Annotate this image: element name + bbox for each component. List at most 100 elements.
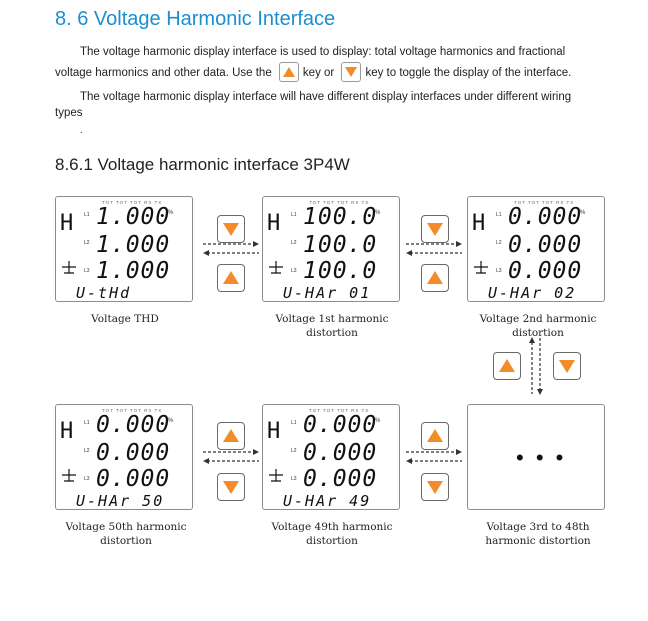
lcd-screen-harmonic-01: TOT TOT TOT RX TX H L1 L2 L3 % 100.0 100… — [262, 196, 400, 302]
lcd-label-l1: L1 — [84, 420, 90, 426]
lcd-h-symbol: H — [60, 211, 74, 236]
down-triangle-icon — [559, 360, 575, 373]
down-triangle-icon — [223, 223, 239, 236]
lcd-label-l3: L3 — [84, 268, 90, 274]
lcd-label-l1: L1 — [84, 212, 90, 218]
up-key-icon — [278, 62, 299, 82]
lcd-value-l3: 1.000 — [96, 258, 171, 284]
lcd-label-l2: L2 — [84, 240, 90, 246]
caption-line: distortion — [100, 535, 152, 547]
caption-line: Voltage 1st harmonic — [275, 313, 389, 325]
lcd-label-l3: L3 — [84, 476, 90, 482]
lcd-label-l1: L1 — [291, 212, 297, 218]
intro-line-3: The voltage harmonic display interface w… — [80, 91, 572, 103]
lcd-h-symbol: H — [60, 419, 74, 444]
lcd-label-l2: L2 — [291, 240, 297, 246]
lcd-h-symbol: H — [267, 211, 281, 236]
down-triangle-icon — [223, 481, 239, 494]
vertical-double-arrow-icon — [529, 337, 543, 395]
intro-line-2: voltage harmonics and other data. Use th… — [55, 62, 572, 83]
lcd-value-l1: 100.0 — [303, 204, 378, 230]
wiring-icon — [269, 469, 283, 482]
caption-line: Voltage 2nd harmonic — [479, 313, 597, 325]
caption-line: distortion — [512, 327, 564, 339]
wiring-icon — [62, 469, 76, 482]
section-title: 8. 6 Voltage Harmonic Interface — [55, 8, 336, 30]
lcd-value-l2: 1.000 — [96, 232, 171, 258]
lcd-status-indicators: TOT TOT TOT RX TX — [102, 408, 163, 413]
lcd-percent: % — [375, 418, 381, 424]
caption-harmonic-01: Voltage 1st harmonic distortion — [258, 312, 406, 340]
lcd-value-l2: 0.000 — [303, 440, 378, 466]
wiring-icon — [269, 261, 283, 274]
lcd-mode-label: U-tHd — [76, 284, 132, 302]
lcd-mode-label: U-HAr 49 — [283, 492, 372, 510]
intro-line-2b: key or — [302, 67, 335, 80]
lcd-percent: % — [168, 418, 174, 424]
up-key-button[interactable] — [217, 264, 245, 292]
lcd-status-indicators: TOT TOT TOT RX TX — [309, 408, 370, 413]
lcd-mode-label: U-HAr 01 — [283, 284, 372, 302]
down-key-button[interactable] — [217, 215, 245, 243]
up-key-button[interactable] — [421, 422, 449, 450]
down-key-button[interactable] — [553, 352, 581, 380]
lcd-label-l3: L3 — [496, 268, 502, 274]
down-key-button[interactable] — [421, 215, 449, 243]
lcd-value-l3: 0.000 — [508, 258, 583, 284]
subsection-title: 8.6.1 Voltage harmonic interface 3P4W — [55, 155, 350, 174]
caption-harmonic-50: Voltage 50th harmonic distortion — [52, 520, 200, 548]
lcd-screen-harmonic-3-48: • • • — [467, 404, 605, 510]
lcd-value-l2: 100.0 — [303, 232, 378, 258]
lcd-value-l2: 0.000 — [96, 440, 171, 466]
lcd-label-l2: L2 — [291, 448, 297, 454]
caption-line: distortion — [306, 535, 358, 547]
lcd-value-l2: 0.000 — [508, 232, 583, 258]
lcd-h-symbol: H — [472, 211, 486, 236]
lcd-value-l1: 0.000 — [508, 204, 583, 230]
down-triangle-icon — [427, 481, 443, 494]
caption-harmonic-02: Voltage 2nd harmonic distortion — [464, 312, 612, 340]
intro-line-1: The voltage harmonic display interface i… — [80, 46, 566, 58]
lcd-percent: % — [168, 210, 174, 216]
intro-line-2a: voltage harmonics and other data. Use th… — [55, 67, 272, 80]
lcd-percent: % — [580, 210, 586, 216]
caption-line: Voltage 3rd to 48th — [486, 521, 590, 533]
stray-dot: . — [80, 125, 83, 135]
wiring-icon — [474, 261, 488, 274]
up-key-button[interactable] — [493, 352, 521, 380]
lcd-value-l1: 1.000 — [96, 204, 171, 230]
intro-line-4: types — [55, 107, 83, 119]
wiring-icon — [62, 261, 76, 274]
up-triangle-icon — [427, 271, 443, 284]
up-key-button[interactable] — [217, 422, 245, 450]
lcd-label-l3: L3 — [291, 268, 297, 274]
lcd-screen-harmonic-49: TOT TOT TOT RX TX H L1 L2 L3 % 0.000 0.0… — [262, 404, 400, 510]
lcd-mode-label: U-HAr 50 — [76, 492, 165, 510]
up-triangle-icon — [427, 429, 443, 442]
lcd-label-l2: L2 — [496, 240, 502, 246]
lcd-label-l3: L3 — [291, 476, 297, 482]
caption-line: distortion — [306, 327, 358, 339]
caption-line: Voltage 50th harmonic — [65, 521, 187, 533]
lcd-screen-thd: TOT TOT TOT RX TX H L1 L2 L3 % 1.000 1.0… — [55, 196, 193, 302]
lcd-value-l3: 100.0 — [303, 258, 378, 284]
lcd-status-indicators: TOT TOT TOT RX TX — [514, 200, 575, 205]
up-triangle-icon — [499, 359, 515, 372]
lcd-label-l1: L1 — [496, 212, 502, 218]
down-key-icon — [341, 62, 362, 82]
down-key-button[interactable] — [421, 473, 449, 501]
double-arrow-icon — [203, 449, 259, 464]
up-triangle-icon — [223, 271, 239, 284]
double-arrow-icon — [406, 449, 462, 464]
intro-line-2c: key to toggle the display of the interfa… — [365, 67, 572, 80]
down-key-button[interactable] — [217, 473, 245, 501]
lcd-screen-harmonic-02: TOT TOT TOT RX TX H L1 L2 L3 % 0.000 0.0… — [467, 196, 605, 302]
caption-line: harmonic distortion — [485, 535, 591, 547]
up-key-button[interactable] — [421, 264, 449, 292]
lcd-value-l3: 0.000 — [96, 466, 171, 492]
lcd-value-l1: 0.000 — [96, 412, 171, 438]
caption-harmonic-3-48: Voltage 3rd to 48th harmonic distortion — [464, 520, 612, 548]
caption-line: Voltage THD — [91, 313, 159, 325]
double-arrow-icon — [406, 241, 462, 256]
up-triangle-icon — [223, 429, 239, 442]
